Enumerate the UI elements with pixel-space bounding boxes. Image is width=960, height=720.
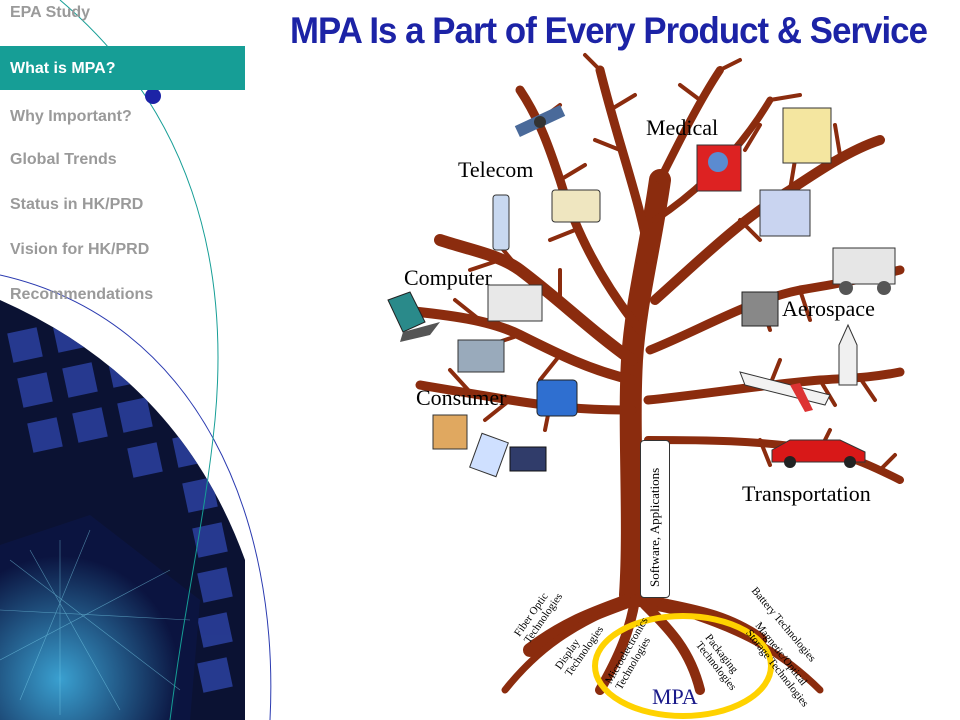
mpa-base-ring: [592, 613, 774, 719]
satellite-icon: [514, 104, 566, 138]
nav-item-recommendations[interactable]: Recommendations: [0, 280, 245, 324]
desktop-pc-icon: [457, 339, 505, 373]
nav-label: Why Important?: [10, 108, 132, 125]
slide-title: MPA Is a Part of Every Product & Service: [290, 10, 928, 51]
trunk-label: Software, Applications: [647, 467, 662, 587]
medical-device-icon: [759, 189, 811, 237]
computer-icon: [487, 284, 543, 322]
branch-label-consumer: Consumer: [416, 385, 507, 410]
nav-label: Vision for HK/PRD: [10, 241, 150, 258]
nav-item-global-trends[interactable]: Global Trends: [0, 145, 245, 189]
lunar-module-icon: [741, 291, 779, 327]
rover-icon: [832, 247, 896, 295]
nav-item-what-is-mpa[interactable]: What is MPA?: [0, 46, 245, 90]
wafer-image: [0, 300, 245, 720]
phone-icon: [492, 194, 510, 251]
tv-icon: [536, 379, 578, 417]
camcorder-icon: [509, 446, 547, 472]
tree-illustration: [395, 53, 905, 695]
nav-item-vision-hk-prd[interactable]: Vision for HK/PRD: [0, 235, 245, 279]
branch-label-telecom: Telecom: [458, 157, 534, 182]
branch-label-computer: Computer: [404, 265, 492, 290]
fax-machine-icon: [551, 189, 601, 223]
branch-label-transportation: Transportation: [742, 481, 871, 506]
rocket-icon: [838, 323, 858, 386]
branch-label-medical: Medical: [646, 115, 719, 140]
sports-car-icon: [771, 439, 866, 468]
nav-label: Status in HK/PRD: [10, 196, 144, 213]
branch-label-aerospace: Aerospace: [782, 296, 875, 321]
nav-label: What is MPA?: [10, 60, 116, 77]
appliance-icon: [432, 414, 468, 450]
airplane-icon: [739, 371, 831, 412]
laptop-icon: [387, 291, 440, 342]
nav-item-why-important[interactable]: Why Important?: [0, 100, 245, 144]
mpa-base-label: MPA: [652, 684, 698, 709]
nav-label: Global Trends: [10, 151, 117, 168]
nav-item-status-hk-prd[interactable]: Status in HK/PRD: [0, 190, 245, 234]
nav-item-epa-study[interactable]: EPA Study: [0, 0, 245, 44]
nav-label: Recommendations: [10, 286, 154, 303]
medical-scanner-icon: [782, 107, 832, 164]
calculator-icon: [469, 432, 509, 478]
nav-label: EPA Study: [10, 4, 91, 21]
trunk-label-box: [640, 440, 670, 598]
doctor-icon: [696, 144, 742, 192]
